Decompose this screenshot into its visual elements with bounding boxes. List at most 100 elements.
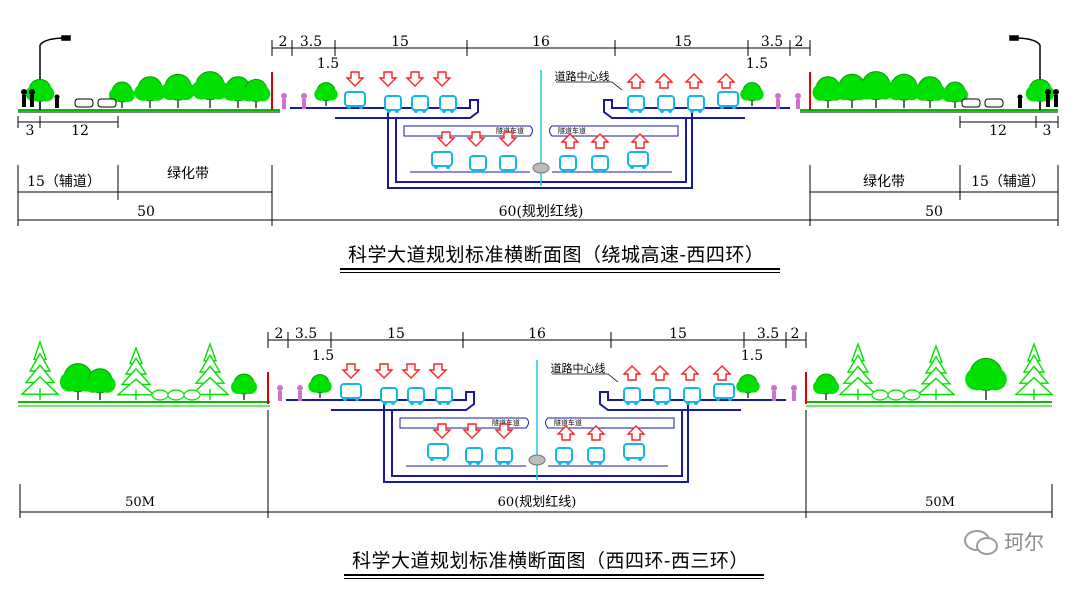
dim-label: 12 <box>71 123 89 139</box>
vehicle-icon <box>465 447 483 465</box>
vehicle-icon <box>687 95 705 113</box>
tree-icon <box>813 373 839 400</box>
vehicle-icon <box>623 387 641 405</box>
green-belt-trees-left <box>25 71 338 108</box>
tree-icon <box>308 374 332 398</box>
diagram-1-caption: 科学大道规划标准横断面图（绕城高速-西四环） <box>348 244 765 266</box>
caption-underline <box>340 268 780 270</box>
dim-label: 3.5 <box>757 326 779 342</box>
dim-label: 15 <box>674 34 692 50</box>
vehicle-group <box>340 363 735 466</box>
arrow-up-icon <box>626 425 646 441</box>
caption-underline <box>344 578 764 579</box>
dim-label: 1.5 <box>741 348 763 364</box>
arrow-down-icon <box>341 363 361 379</box>
vehicle-icon <box>717 91 739 109</box>
vehicle-icon <box>439 95 457 113</box>
side-road-label: 15（辅道） <box>971 174 1045 190</box>
dim-label: 3 <box>26 123 35 139</box>
svg-text:隧道车道: 隧道车道 <box>496 126 524 135</box>
vehicle-icon <box>499 155 517 173</box>
green-belt-label: 绿化带 <box>863 174 905 190</box>
shrub-icon <box>887 389 905 401</box>
arrow-up-icon <box>590 133 610 149</box>
arrow-down-icon <box>374 363 394 379</box>
arrow-up-icon <box>680 365 700 381</box>
arrow-down-icon <box>432 71 452 87</box>
arrow-down-icon <box>378 71 398 87</box>
arrow-down-icon <box>462 423 482 439</box>
vehicle-icon <box>435 387 453 405</box>
median-planter-icon <box>528 454 546 466</box>
road-structure <box>286 391 786 483</box>
svg-text:隧道车道: 隧道车道 <box>492 418 520 427</box>
arrow-up-icon <box>650 365 670 381</box>
vehicle-icon <box>587 447 605 465</box>
svg-text:隧道车道: 隧道车道 <box>554 418 582 427</box>
pedestrian-icon <box>277 385 797 401</box>
vehicle-icon <box>627 95 645 113</box>
tree-icon <box>740 82 764 106</box>
top-dim-ticks <box>271 40 811 56</box>
arrow-down-icon <box>401 363 421 379</box>
arrow-up-icon <box>622 365 642 381</box>
green-belt-trees-left <box>20 339 332 401</box>
vehicle-icon <box>495 447 513 465</box>
dim-label: 16 <box>528 326 546 342</box>
vehicle-icon <box>469 155 487 173</box>
median-planter-icon <box>532 162 550 174</box>
shrub-icon <box>183 389 201 401</box>
centerline-label: 道路中心线 <box>555 69 610 83</box>
arrow-up-icon <box>556 425 576 441</box>
arrow-down-icon <box>432 423 452 439</box>
arrow-up-icon <box>712 365 732 381</box>
tree-icon <box>857 71 895 108</box>
tree-icon <box>314 82 338 106</box>
centerline-label: 道路中心线 <box>551 361 606 375</box>
dim-label: 15 <box>391 34 409 50</box>
shrub-icon <box>871 389 889 401</box>
arrow-down-icon <box>345 71 365 87</box>
arrow-up-icon <box>716 73 736 89</box>
arrow-up-icon <box>560 133 580 149</box>
vehicle-icon <box>411 95 429 113</box>
dim-label: 2 <box>275 326 284 342</box>
vehicle-icon <box>653 387 671 405</box>
vehicle-icon <box>623 443 645 461</box>
vehicle-icon <box>427 443 449 461</box>
shrub-icon <box>167 389 185 401</box>
dim-label: 16 <box>532 34 550 50</box>
dim-label: 1.5 <box>312 348 334 364</box>
side-road-label: 15（辅道） <box>27 174 101 190</box>
vehicle-icon <box>431 151 453 169</box>
arrow-down-icon <box>494 423 514 439</box>
vehicle-icon <box>407 387 425 405</box>
vehicle-icon <box>627 151 649 169</box>
arrow-down-icon <box>428 363 448 379</box>
bottom-dim-label: 60(规划红线) <box>498 494 577 510</box>
svg-text:隧道车道: 隧道车道 <box>558 126 586 135</box>
green-belt-label: 绿化带 <box>167 166 209 182</box>
dim-label: 1.5 <box>746 56 768 72</box>
tree-icon <box>231 373 257 400</box>
tree-icon <box>942 81 968 108</box>
shrub-icon <box>903 389 921 401</box>
vehicle-icon <box>340 383 362 401</box>
side-dim-lines <box>17 116 1059 226</box>
vehicle-icon <box>380 387 398 405</box>
pine-tree-icon <box>916 343 956 400</box>
bottom-dim-label: 50 <box>137 204 155 220</box>
caption-underline <box>340 272 780 273</box>
tree-icon <box>191 71 229 108</box>
tree-icon <box>84 368 116 400</box>
tree-icon <box>109 81 135 108</box>
vehicle-group <box>344 71 739 174</box>
pine-tree-icon <box>1014 341 1054 400</box>
green-belt-trees-right <box>740 71 1055 108</box>
vehicle-icon <box>713 383 735 401</box>
car-icon <box>74 98 1004 108</box>
dim-label: 3.5 <box>295 326 317 342</box>
top-dim-labels: 2 3.5 15 16 15 3.5 2 1.5 1.5 <box>275 326 800 364</box>
dim-label: 3.5 <box>300 34 322 50</box>
caption-underline <box>344 574 764 576</box>
